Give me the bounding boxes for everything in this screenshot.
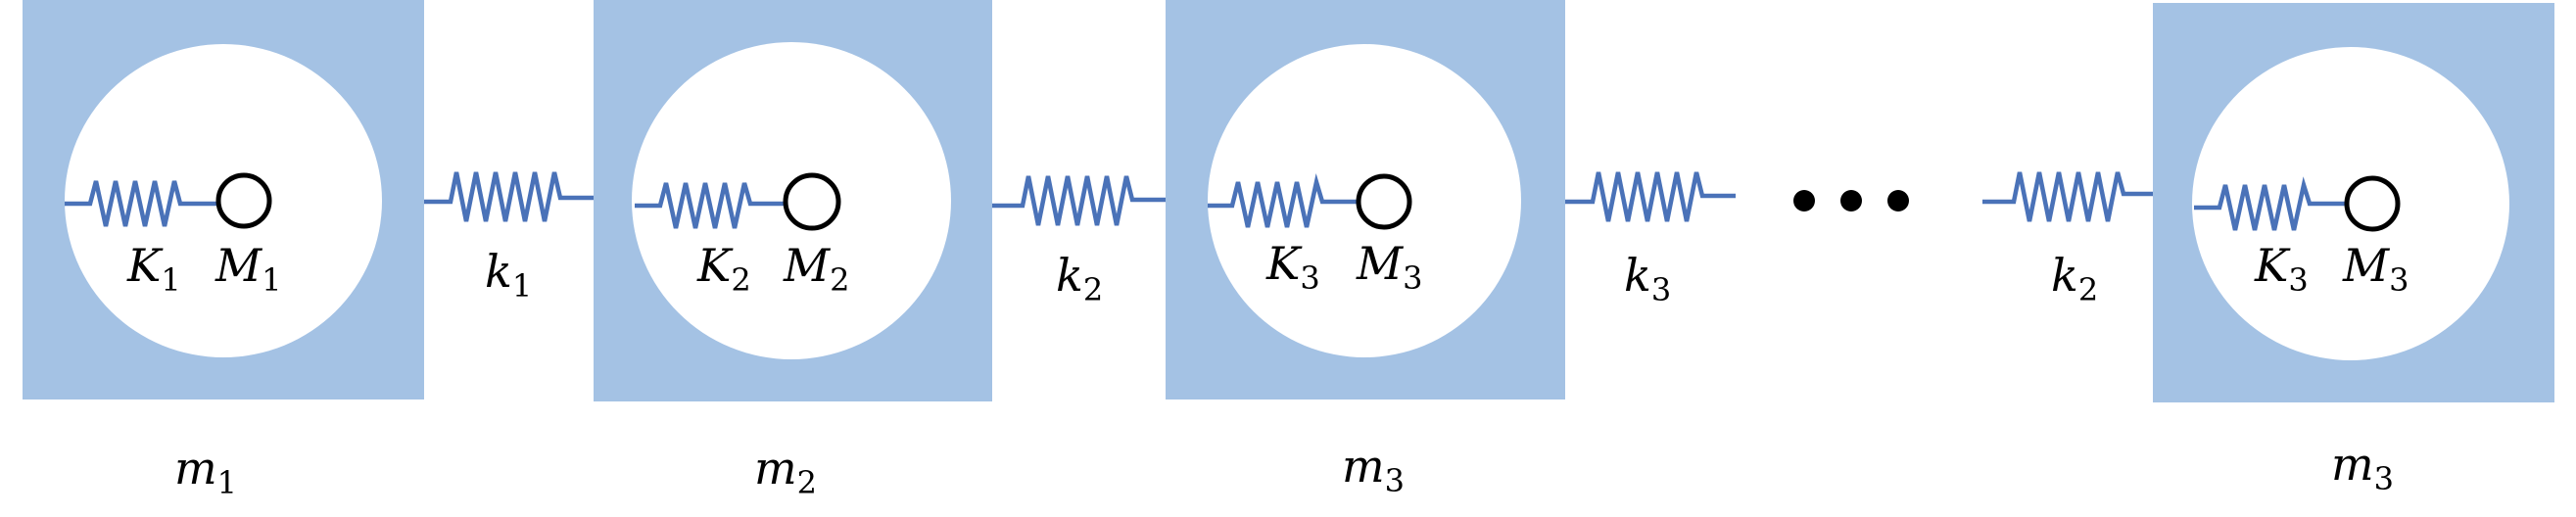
inner-spring-3 <box>1208 173 1360 228</box>
unit-3: K3 M3 m3 <box>1166 0 1565 499</box>
inner-mass-ball-2 <box>783 172 841 231</box>
outer-mass-label-last: m3 <box>2331 438 2394 497</box>
inner-mass-label-2: M2 <box>783 239 849 299</box>
coupling-spring-label-3: k3 <box>1624 249 1671 308</box>
unit-last: K3 M3 m3 <box>2153 3 2554 497</box>
inner-mass-ball-last <box>2344 175 2401 232</box>
inner-mass-ball-1 <box>215 172 272 229</box>
outer-mass-label-2: m2 <box>754 442 817 501</box>
coupling-spring-label-last: k2 <box>2051 249 2098 308</box>
outer-mass-label-3: m3 <box>1342 440 1405 499</box>
coupling-spring-label-1: k1 <box>485 245 532 305</box>
ellipsis-dots-icon <box>1793 190 1909 212</box>
inner-spring-2 <box>635 182 786 229</box>
coupling-spring-2 <box>992 175 1166 226</box>
coupling-spring-3 <box>1565 171 1736 222</box>
inner-spring-1 <box>65 180 217 227</box>
inner-mass-label-1: M1 <box>215 239 281 299</box>
inner-mass-label-3: M3 <box>1356 237 1422 297</box>
inner-spring-last <box>2194 176 2345 231</box>
unit-1: K1 M1 m1 <box>23 0 424 501</box>
inner-mass-ball-3 <box>1356 173 1412 230</box>
unit-2: K2 M2 m2 <box>594 0 992 501</box>
coupling-spring-1 <box>424 171 594 222</box>
inner-spring-label-3: K3 <box>1265 237 1320 297</box>
outer-mass-label-1: m1 <box>174 442 237 501</box>
inner-spring-label-1: K1 <box>126 239 181 299</box>
inner-mass-label-last: M3 <box>2342 239 2409 299</box>
inner-spring-label-2: K2 <box>696 239 751 299</box>
inner-spring-label-last: K3 <box>2254 239 2309 299</box>
coupling-spring-label-2: k2 <box>1056 249 1103 308</box>
coupling-spring-last <box>1982 171 2153 222</box>
